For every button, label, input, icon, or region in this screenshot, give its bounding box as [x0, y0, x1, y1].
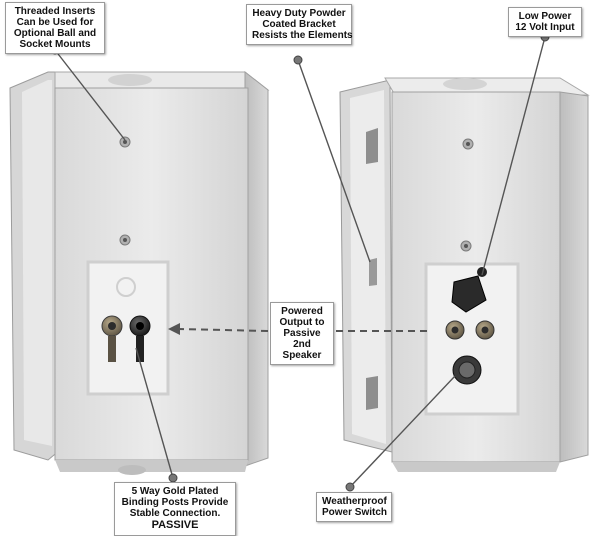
callout-line: Can be Used for	[16, 17, 94, 28]
leader-powered-output-left	[177, 328, 269, 332]
weatherproof-cap-icon	[451, 267, 487, 313]
callout-line: Weatherproof	[322, 496, 387, 507]
callout-line: 12 Volt Input	[515, 22, 575, 33]
callout-line: Passive	[283, 328, 321, 339]
threaded-insert-icon	[119, 136, 131, 148]
threaded-insert-icon	[119, 234, 131, 246]
callout-powder-bracket: Heavy Duty Powder Coated Bracket Resists…	[246, 4, 353, 45]
callout-power-switch: Weatherproof Power Switch	[316, 492, 392, 522]
threaded-insert-icon	[462, 138, 474, 150]
callout-binding-posts: 5 Way Gold Plated Binding Posts Provide …	[114, 482, 236, 536]
binding-post-icon	[475, 320, 495, 340]
leader-binding-posts	[135, 347, 174, 479]
callout-line: Binding Posts Provide	[121, 497, 229, 508]
threaded-insert-icon	[460, 240, 472, 252]
callout-line: Heavy Duty Powder	[252, 8, 346, 19]
callout-line: 5 Way Gold Plated	[131, 486, 219, 497]
callout-line: Output to	[279, 317, 325, 328]
arrowhead-left	[168, 323, 180, 335]
callout-low-power: Low Power 12 Volt Input	[508, 7, 582, 37]
right-speaker	[339, 77, 590, 472]
binding-post-icon	[129, 315, 151, 362]
callout-powered-output: Powered Output to Passive 2nd Speaker	[270, 302, 334, 365]
leader-threaded-inserts	[54, 49, 126, 141]
callout-line: Resists the Elements	[252, 30, 353, 41]
leader-powder-bracket	[297, 59, 371, 263]
binding-post-icon	[445, 320, 465, 340]
callout-line: Low Power	[518, 11, 572, 22]
callout-line: Powered	[281, 306, 323, 317]
callout-emphasis: PASSIVE	[151, 519, 199, 531]
callout-line: Socket Mounts	[19, 39, 91, 50]
callout-line: Optional Ball and	[13, 28, 97, 39]
callout-line: Coated Bracket	[262, 19, 336, 30]
callout-line: Speaker	[282, 350, 322, 361]
callout-line: 2nd	[293, 339, 311, 350]
callout-line: Stable Connection.	[129, 508, 221, 519]
leader-power-switch	[349, 375, 456, 488]
callout-threaded-inserts: Threaded Inserts Can be Used for Optiona…	[5, 2, 105, 54]
binding-post-icon	[101, 315, 123, 362]
leader-lines	[54, 36, 546, 488]
callout-line: Power Switch	[322, 507, 388, 518]
leader-low-power	[481, 36, 546, 276]
power-switch-icon	[452, 355, 482, 385]
callout-line: Threaded Inserts	[14, 6, 96, 17]
left-speaker	[9, 70, 270, 475]
